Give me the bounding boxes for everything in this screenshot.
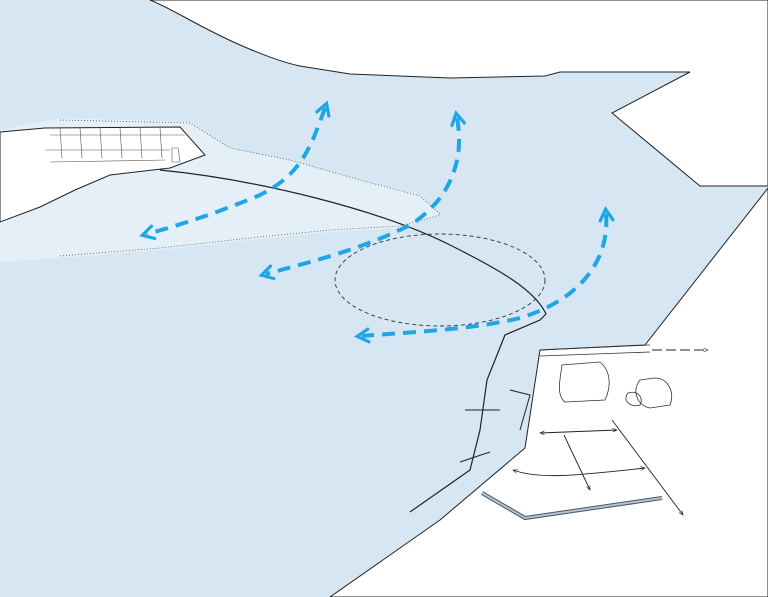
vegetation (539, 344, 672, 409)
flow-arrows (139, 100, 615, 344)
northern-land (149, 0, 768, 187)
harbor-pier (459, 389, 531, 463)
flow-arrow-center (258, 110, 467, 281)
land-arrows (512, 347, 709, 516)
flow-arrow-east (354, 206, 615, 344)
canal-fill (481, 492, 663, 520)
